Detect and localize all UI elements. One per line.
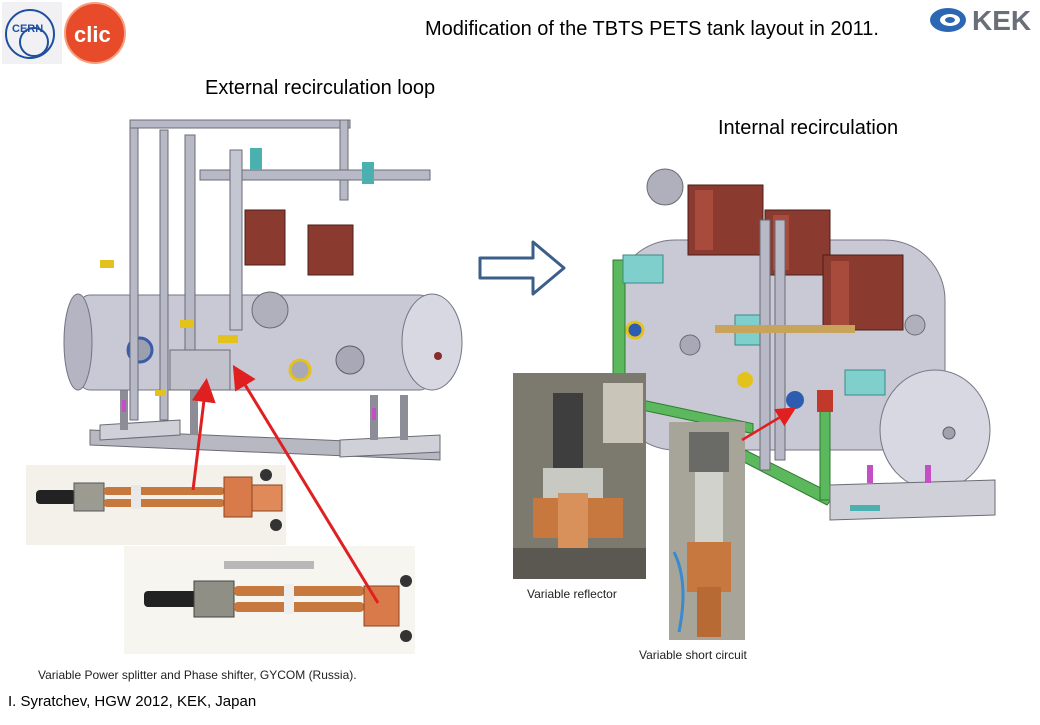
cern-logo-text: CERN <box>12 23 43 35</box>
external-loop-render <box>60 110 465 490</box>
variable-reflector-photo <box>513 373 646 579</box>
short-circuit-caption: Variable short circuit <box>639 648 747 662</box>
clic-logo-text: clic <box>74 22 111 47</box>
power-splitter-photo-1 <box>26 465 286 545</box>
cern-logo: CERN <box>2 2 62 64</box>
external-loop-heading: External recirculation loop <box>205 77 436 99</box>
power-splitter-photo-2 <box>124 546 415 654</box>
variable-short-circuit-photo <box>669 422 745 640</box>
internal-recirculation-render <box>595 165 1005 545</box>
clic-logo: clic <box>64 2 126 64</box>
kek-logo: KEK <box>928 2 1036 36</box>
footer-credit: I. Syratchev, HGW 2012, KEK, Japan <box>8 693 257 710</box>
splitter-caption: Variable Power splitter and Phase shifte… <box>38 668 357 682</box>
slide-title: Modification of the TBTS PETS tank layou… <box>425 18 879 40</box>
kek-logo-text: KEK <box>972 5 1031 36</box>
reflector-caption: Variable reflector <box>527 587 617 601</box>
flow-arrow-icon <box>478 238 568 298</box>
internal-recirculation-heading: Internal recirculation <box>718 117 899 139</box>
